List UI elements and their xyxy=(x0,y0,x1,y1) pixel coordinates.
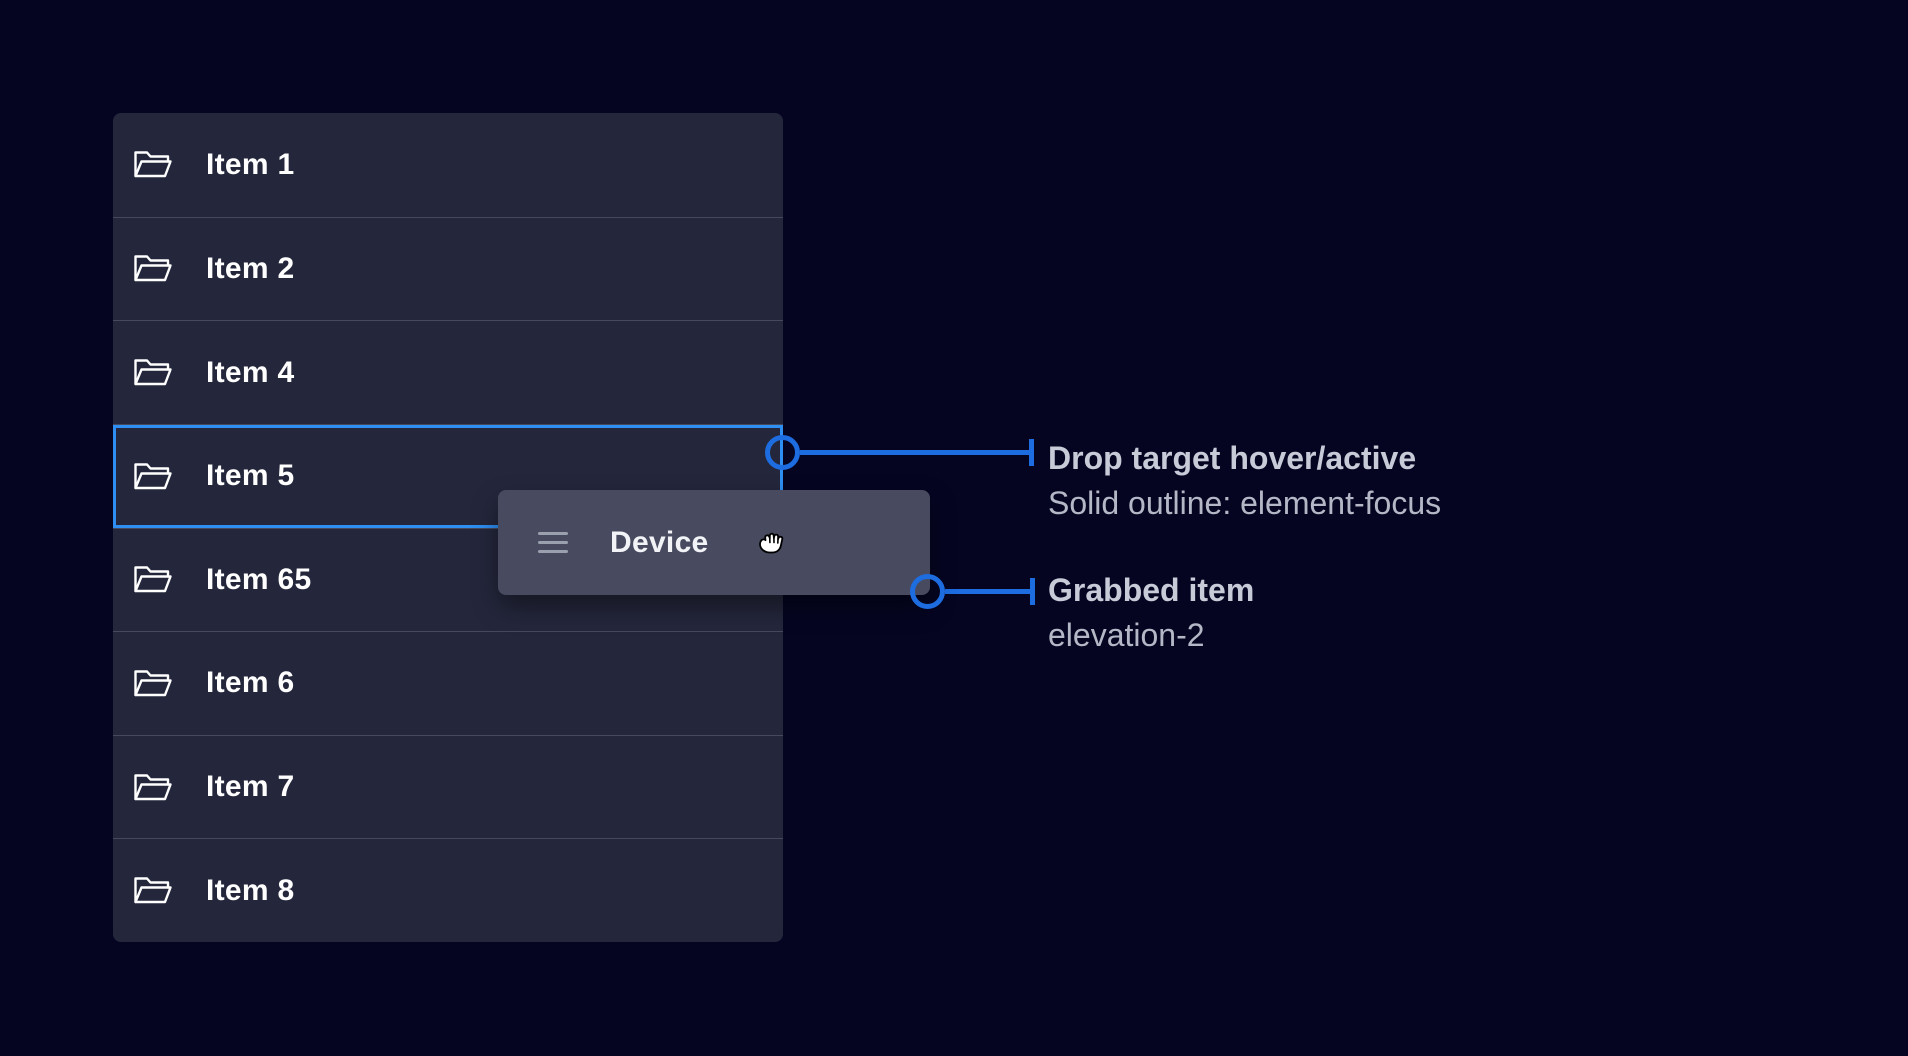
list-item[interactable]: Item 1 xyxy=(113,113,783,217)
list-item-label: Item 1 xyxy=(206,147,295,181)
folder-open-icon xyxy=(134,255,172,282)
list-item-label: Item 4 xyxy=(206,355,295,389)
annotation-title: Drop target hover/active xyxy=(1048,440,1417,476)
folder-open-icon xyxy=(134,151,172,178)
callout-circle-grabbed xyxy=(910,574,945,609)
annotation-title: Grabbed item xyxy=(1048,572,1255,608)
grabbed-item-card[interactable]: Device xyxy=(498,490,930,595)
list-item[interactable]: Item 4 xyxy=(113,320,783,424)
annotation-subtitle: Solid outline: element-focus xyxy=(1048,485,1442,521)
list-item-label: Item 2 xyxy=(206,251,295,285)
folder-open-icon xyxy=(134,670,172,697)
drag-card-label: Device xyxy=(610,525,709,559)
list-item-label: Item 65 xyxy=(206,562,312,596)
callout-line-drop-target xyxy=(800,450,1029,455)
annotation-drop-target: Drop target hover/active Solid outline: … xyxy=(1048,436,1441,526)
callout-circle-drop-target xyxy=(765,435,800,470)
list-item-label: Item 8 xyxy=(206,873,295,907)
callout-line-grabbed xyxy=(945,589,1030,594)
drag-handle-icon[interactable] xyxy=(538,532,568,553)
annotation-subtitle: elevation-2 xyxy=(1048,617,1205,653)
list-item-label: Item 6 xyxy=(206,666,295,700)
annotation-grabbed: Grabbed item elevation-2 xyxy=(1048,568,1254,658)
list-item-label: Item 7 xyxy=(206,770,295,804)
grabbing-hand-cursor-icon xyxy=(759,532,784,554)
callout-line-end xyxy=(1030,578,1035,605)
list-item[interactable]: Item 6 xyxy=(113,631,783,735)
folder-open-icon xyxy=(134,566,172,593)
folder-open-icon xyxy=(134,359,172,386)
folder-open-icon xyxy=(134,773,172,800)
list-item[interactable]: Item 7 xyxy=(113,734,783,839)
callout-line-end xyxy=(1029,439,1034,466)
list-item-drop-target[interactable]: Item 5 xyxy=(113,423,783,528)
list-item[interactable]: Item 65 xyxy=(113,527,783,632)
folder-open-icon xyxy=(134,462,172,489)
list-item[interactable]: Item 2 xyxy=(113,216,783,321)
folder-open-icon xyxy=(134,877,172,904)
list-item[interactable]: Item 8 xyxy=(113,838,783,942)
list-item-label: Item 5 xyxy=(206,459,295,493)
